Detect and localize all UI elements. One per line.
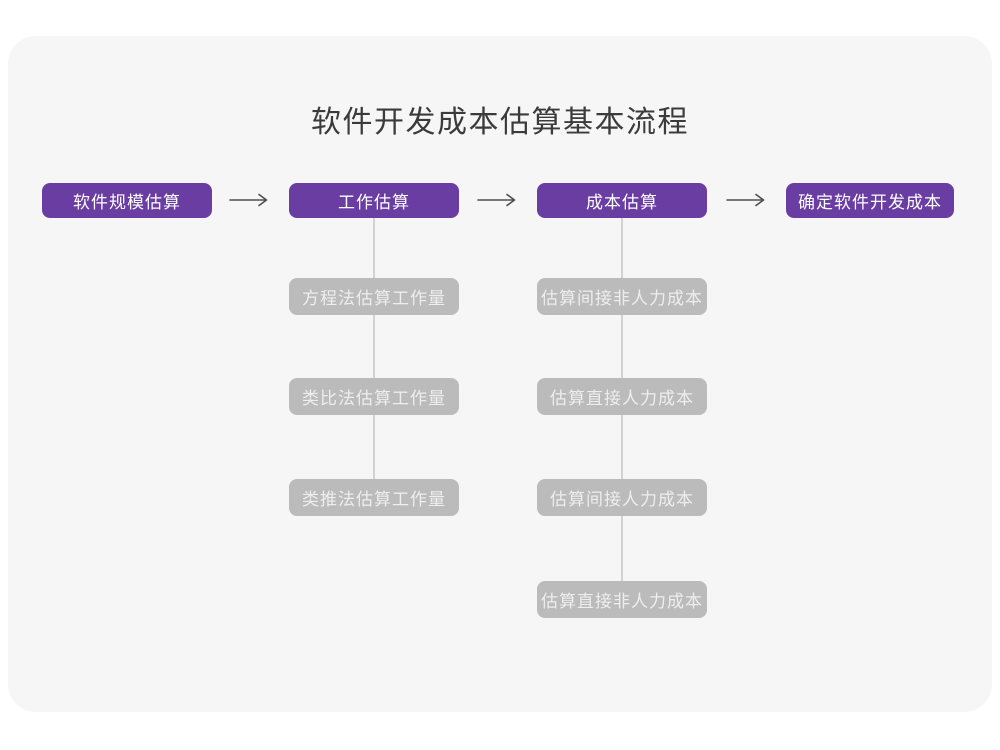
stage-node-effort-estimation: 工作估算 — [289, 183, 459, 218]
connector-line-effort-column — [373, 218, 375, 480]
method-node-extrapolation: 类推法估算工作量 — [289, 479, 459, 516]
stage-node-cost-estimation: 成本估算 — [537, 183, 707, 218]
page-title: 软件开发成本估算基本流程 — [311, 106, 689, 139]
right-arrow-icon — [477, 193, 516, 207]
cost-step-node-indirect-labor: 估算间接人力成本 — [537, 479, 707, 516]
diagram-card — [8, 36, 992, 712]
method-node-analogy: 类比法估算工作量 — [289, 378, 459, 415]
cost-step-node-direct-labor: 估算直接人力成本 — [537, 378, 707, 415]
cost-step-node-direct-non-labor: 估算直接非人力成本 — [537, 581, 707, 618]
stage-node-final-cost: 确定软件开发成本 — [786, 183, 954, 218]
cost-step-node-indirect-non-labor: 估算间接非人力成本 — [537, 278, 707, 315]
right-arrow-icon — [229, 193, 268, 207]
right-arrow-icon — [726, 193, 765, 207]
stage-node-size-estimation: 软件规模估算 — [42, 183, 212, 218]
method-node-equation: 方程法估算工作量 — [289, 278, 459, 315]
